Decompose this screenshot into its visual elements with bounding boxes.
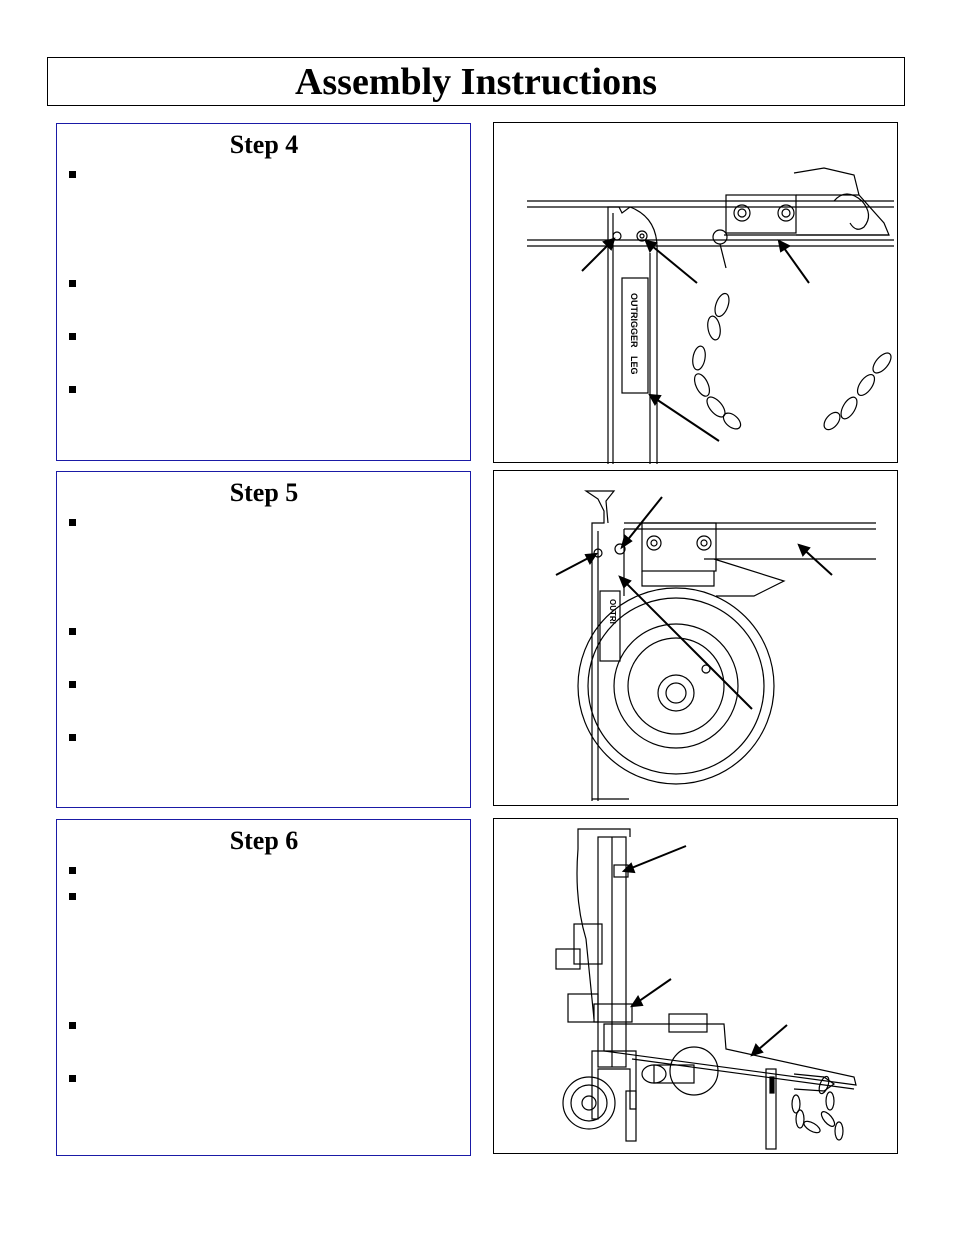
- step-4-bullet-3: [69, 333, 76, 340]
- step-5-drawing: OUTRI: [555, 490, 876, 801]
- step-5-box: Step 5: [56, 471, 471, 808]
- outrigger-label-partial: OUTRI: [608, 599, 617, 624]
- step-6-box: Step 6: [56, 819, 471, 1156]
- step-6-heading: Step 6: [229, 826, 299, 855]
- step-5-bullet-3: [69, 681, 76, 688]
- step-4-heading: Step 4: [229, 130, 299, 159]
- step-6-drawing: [555, 828, 857, 1150]
- step-4-box: Step 4: [56, 123, 471, 461]
- outrigger-label: OUTRIGGER: [629, 293, 639, 348]
- step-4-bullet-4: [69, 386, 76, 393]
- step-5-figure: OUTRI: [493, 470, 898, 806]
- page-title: Assembly Instructions: [294, 61, 658, 103]
- step-4-bullet-1: [69, 171, 76, 178]
- leg-label: LEG: [629, 356, 639, 375]
- step-4-bullet-2: [69, 280, 76, 287]
- step-4-figure: OUTRIGGER LEG: [493, 122, 898, 464]
- step-6-bullet-3: [69, 1022, 76, 1029]
- step-4-drawing: OUTRIGGER LEG: [527, 167, 894, 464]
- step-6-bullet-1: [69, 867, 76, 874]
- step-5-bullet-2: [69, 628, 76, 635]
- step-6-figure: [493, 818, 898, 1154]
- step-5-heading: Step 5: [229, 478, 299, 507]
- step-6-bullet-2: [69, 893, 76, 900]
- step-6-bullet-4: [69, 1075, 76, 1082]
- step-5-bullet-1: [69, 519, 76, 526]
- step-5-bullet-4: [69, 734, 76, 741]
- page-title-box: Assembly Instructions: [47, 57, 905, 106]
